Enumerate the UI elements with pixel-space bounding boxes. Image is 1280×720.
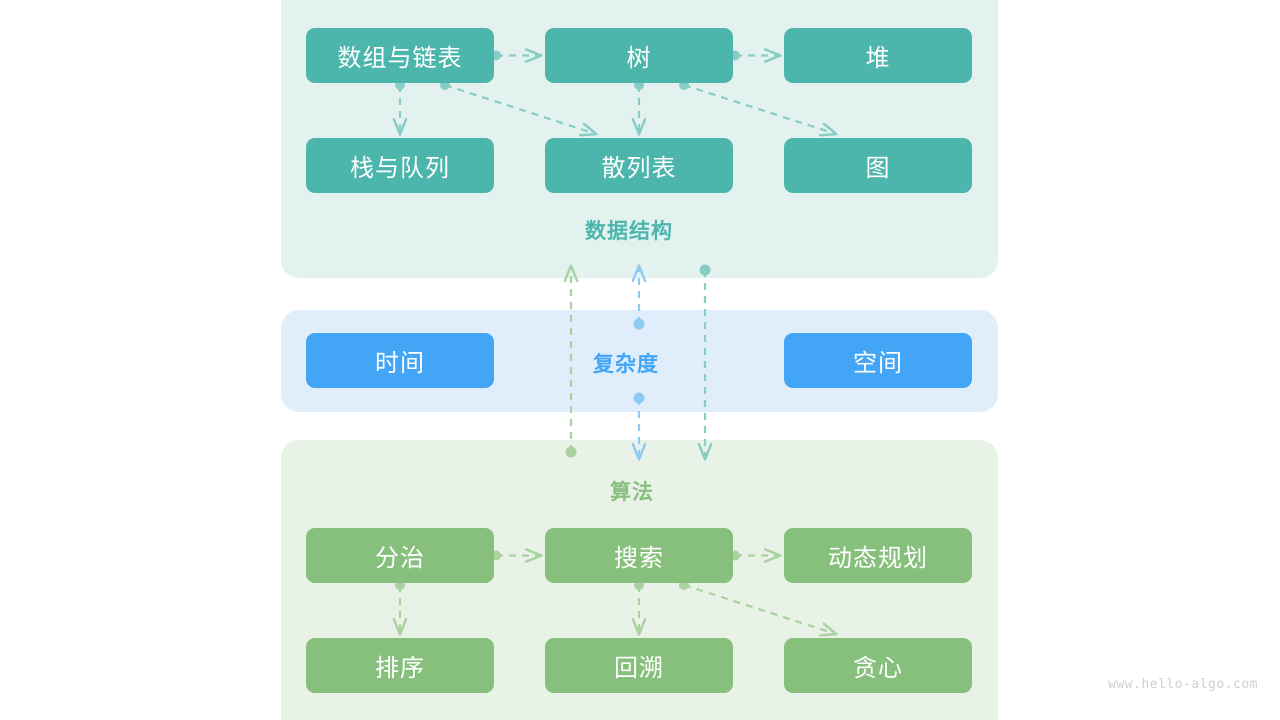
node-search[interactable]: 搜索	[545, 528, 733, 583]
node-stack-queue[interactable]: 栈与队列	[306, 138, 494, 193]
section-title-complexity: 复杂度	[593, 353, 659, 376]
node-greedy[interactable]: 贪心	[784, 638, 972, 693]
section-title-data-structure: 数据结构	[585, 220, 673, 243]
node-time[interactable]: 时间	[306, 333, 494, 388]
section-title-algorithm: 算法	[610, 481, 654, 504]
node-hash-table[interactable]: 散列表	[545, 138, 733, 193]
node-divide-conquer[interactable]: 分治	[306, 528, 494, 583]
node-sorting[interactable]: 排序	[306, 638, 494, 693]
watermark-url: www.hello-algo.com	[1108, 677, 1258, 692]
node-graph[interactable]: 图	[784, 138, 972, 193]
node-tree[interactable]: 树	[545, 28, 733, 83]
node-array-linkedlist[interactable]: 数组与链表	[306, 28, 494, 83]
node-space[interactable]: 空间	[784, 333, 972, 388]
node-heap[interactable]: 堆	[784, 28, 972, 83]
node-backtracking[interactable]: 回溯	[545, 638, 733, 693]
node-dynamic-programming[interactable]: 动态规划	[784, 528, 972, 583]
